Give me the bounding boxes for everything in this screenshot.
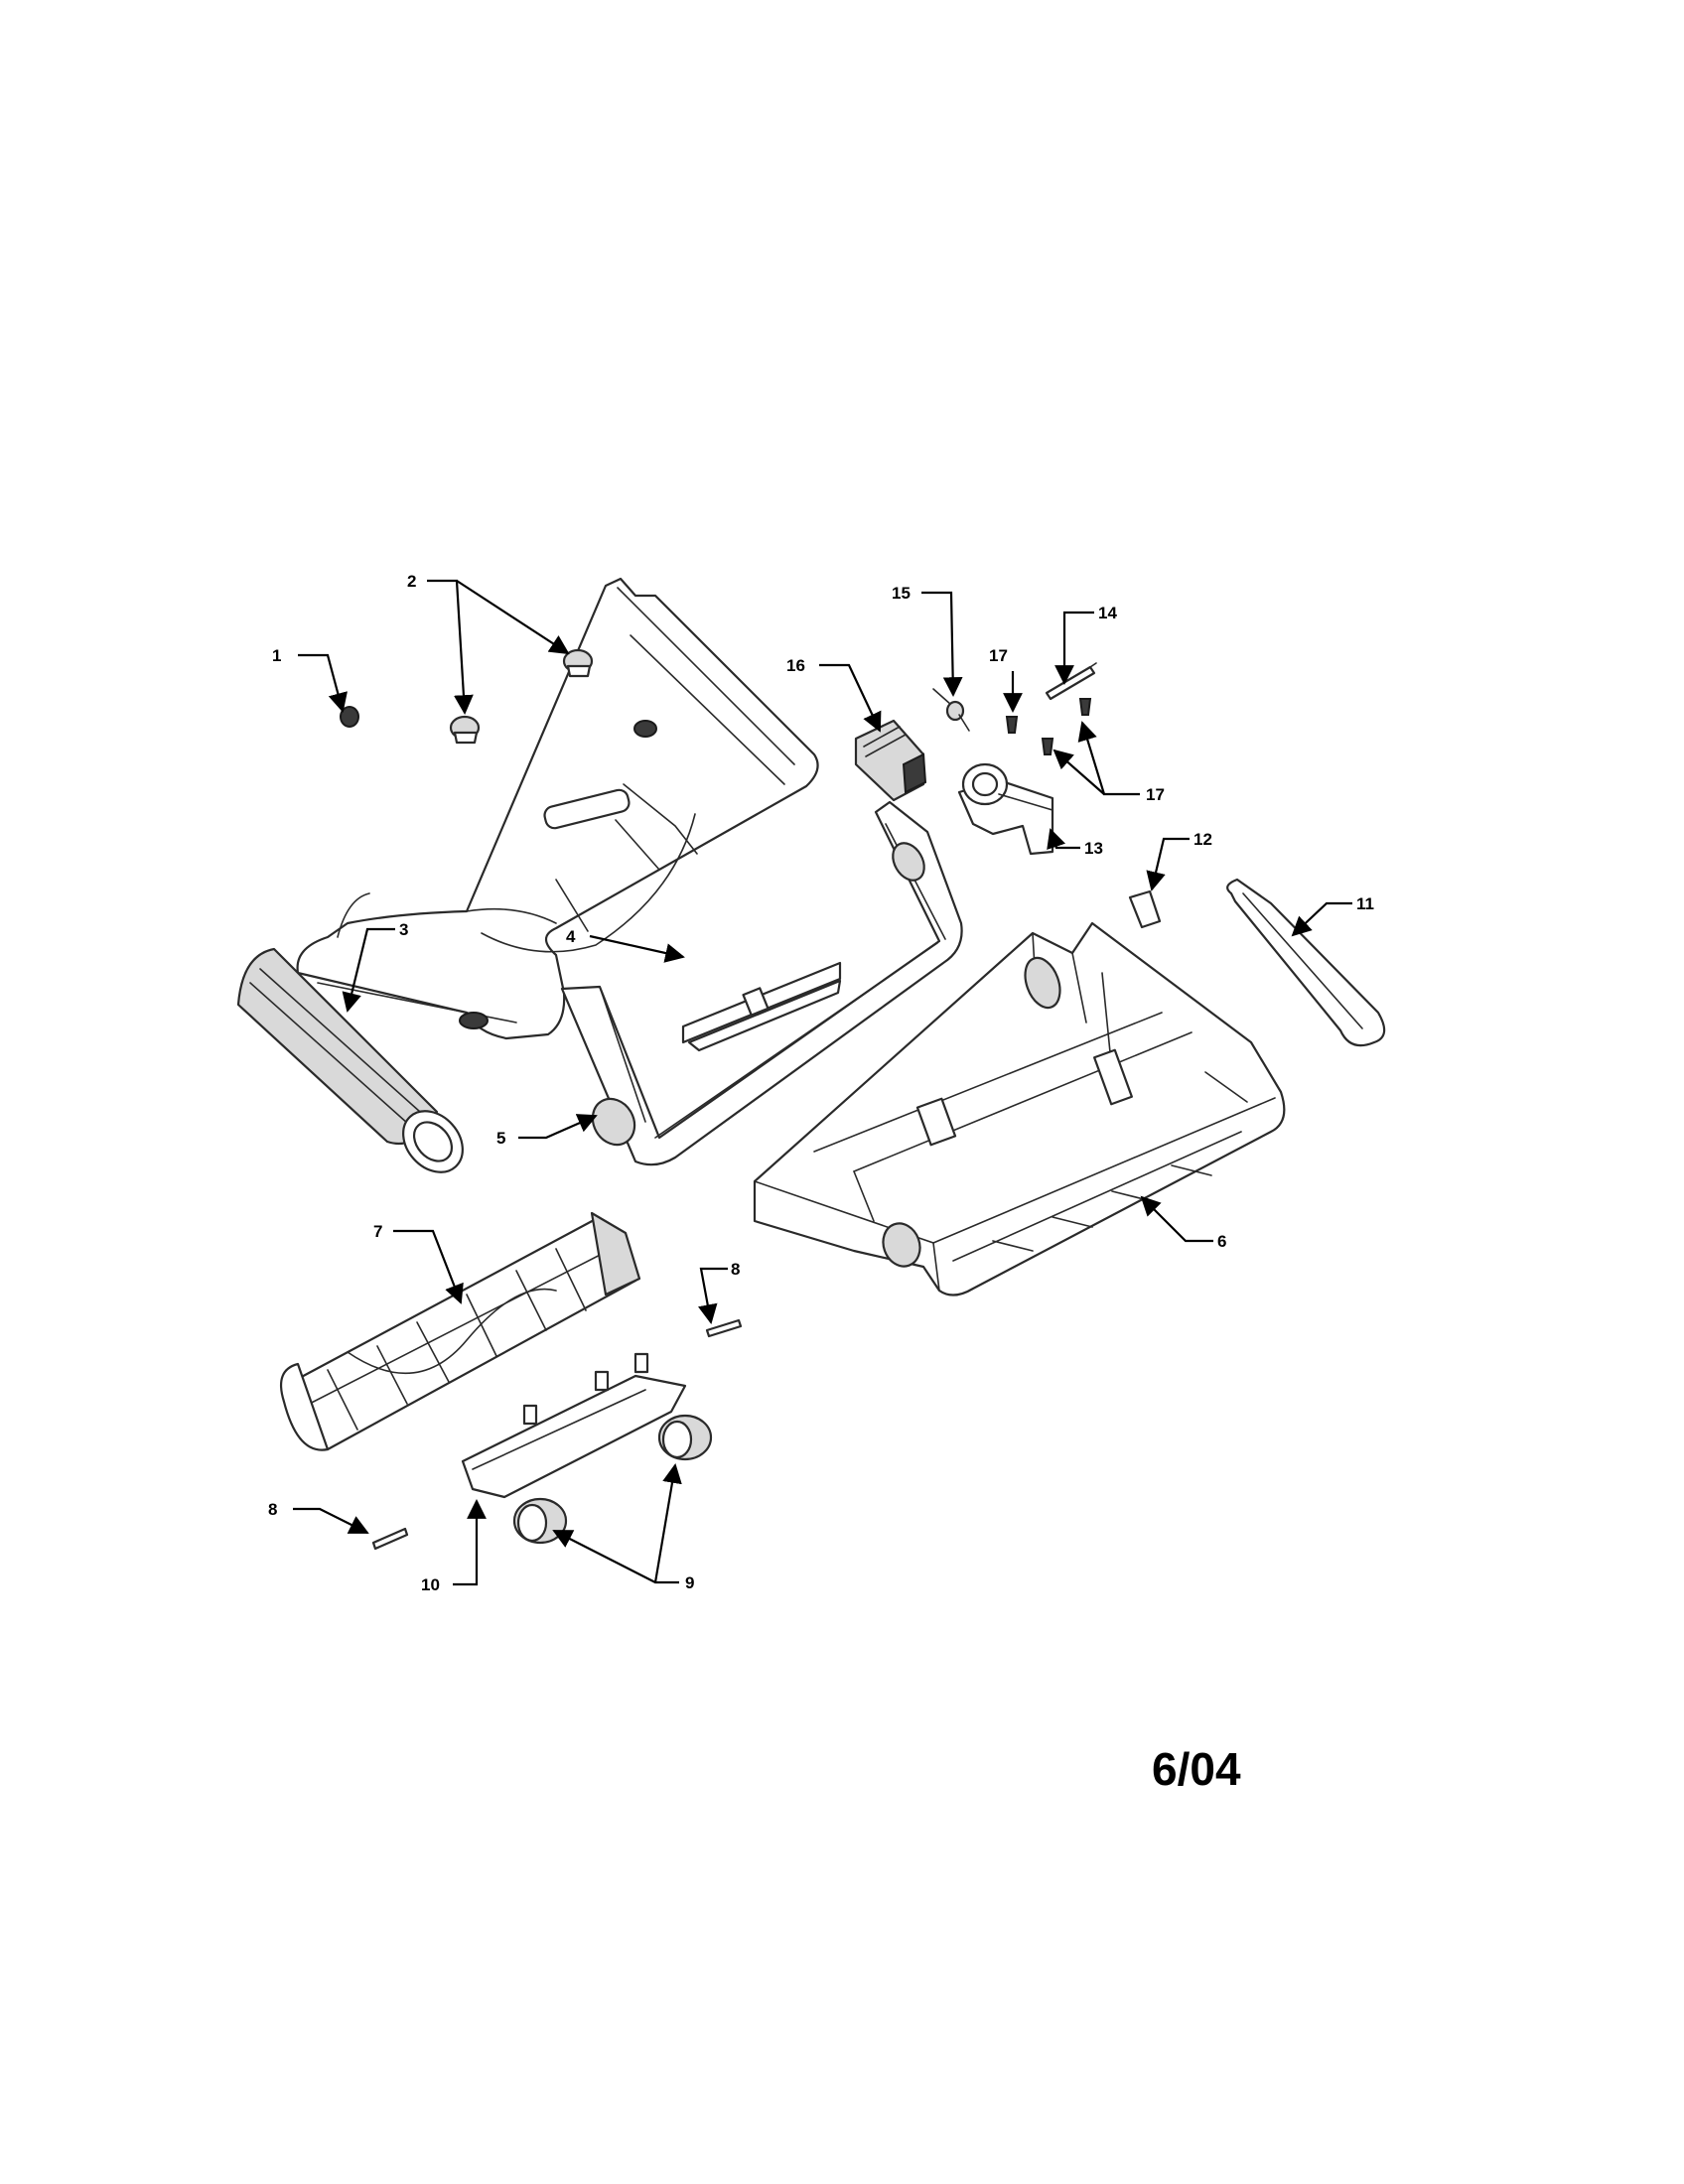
callout-17-top: 17 [989,646,1008,665]
part-6-base-housing [753,921,1286,1297]
part-14-rod [1045,662,1097,701]
callout-3: 3 [399,920,408,939]
callout-17-right: 17 [1146,785,1165,804]
leader-lines [293,579,1352,1586]
part-1-hood-cover [296,577,819,1040]
date-stamp: 6/04 [1152,1743,1241,1795]
callout-11: 11 [1356,894,1374,913]
part-4-bracket [681,961,842,1052]
part-13-bracket-plate [957,762,1054,856]
part-15-spring [932,688,970,732]
part-5-bumper [560,800,963,1166]
part-11-belt [1226,878,1386,1047]
part-17-screws [1005,698,1092,755]
part-2-knobs [449,648,594,745]
part-7-brush-roll [280,1211,641,1451]
callout-labels: 1 2 3 4 5 6 7 8 8 9 10 11 12 13 14 15 16… [268,572,1374,1594]
callout-6: 6 [1217,1232,1226,1251]
callout-14: 14 [1098,604,1117,622]
part-10-rail [461,1352,687,1499]
part-3-hose [236,947,464,1173]
callout-2: 2 [407,572,416,591]
part-12-clip [1128,889,1162,929]
part-8-pins [371,1318,743,1551]
callout-8-right: 8 [731,1260,740,1279]
callout-7: 7 [373,1222,382,1241]
callout-5: 5 [496,1129,505,1148]
callout-10: 10 [421,1575,440,1594]
callout-16: 16 [786,656,805,675]
callout-15: 15 [892,584,911,603]
callout-13: 13 [1084,839,1103,858]
callout-8-left: 8 [268,1500,277,1519]
callout-1: 1 [272,646,281,665]
callout-9: 9 [685,1573,694,1592]
callout-12: 12 [1193,830,1212,849]
callout-4: 4 [566,927,576,946]
part-16-pedal [854,719,927,802]
